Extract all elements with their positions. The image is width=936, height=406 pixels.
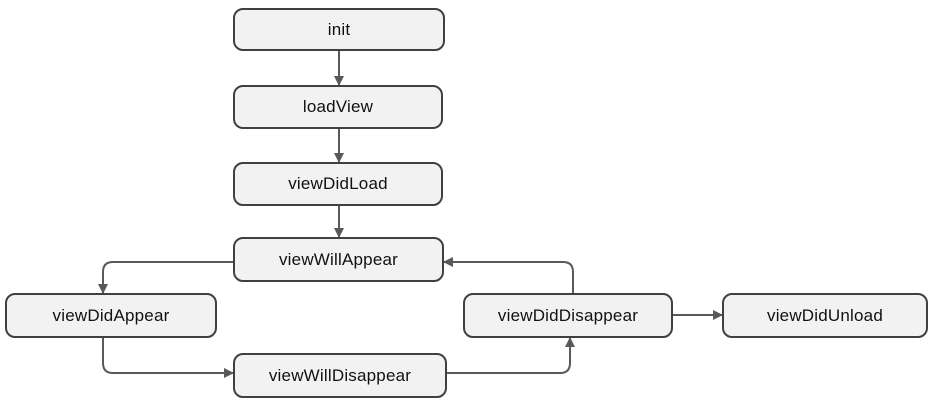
node-viewWillDisappear: viewWillDisappear [233, 353, 447, 398]
node-label: viewDidLoad [288, 174, 388, 193]
node-loadView: loadView [233, 85, 443, 129]
node-label: viewDidAppear [52, 305, 170, 325]
node-label: loadView [302, 97, 374, 116]
node-label: viewWillDisappear [268, 365, 412, 385]
node-label: init [327, 19, 351, 39]
node-viewDidDisappear: viewDidDisappear [463, 293, 673, 338]
node-viewDidLoad: viewDidLoad [233, 162, 443, 206]
node-init: init [233, 8, 445, 51]
edge-viewWillDisappear-to-viewDidDisappear [447, 337, 575, 374]
node-label: viewDidDisappear [497, 305, 639, 325]
node-label: viewDidUnload [767, 305, 883, 325]
edge-viewDidDisappear-to-viewWillAppear [443, 257, 574, 293]
node-viewWillAppear: viewWillAppear [233, 237, 444, 282]
edge-viewWillAppear-to-viewDidAppear [98, 261, 233, 294]
node-label: viewWillAppear [278, 249, 398, 269]
node-viewDidUnload: viewDidUnload [722, 293, 928, 338]
edge-viewDidAppear-to-viewWillDisappear [102, 338, 234, 378]
node-viewDidAppear: viewDidAppear [5, 293, 217, 338]
